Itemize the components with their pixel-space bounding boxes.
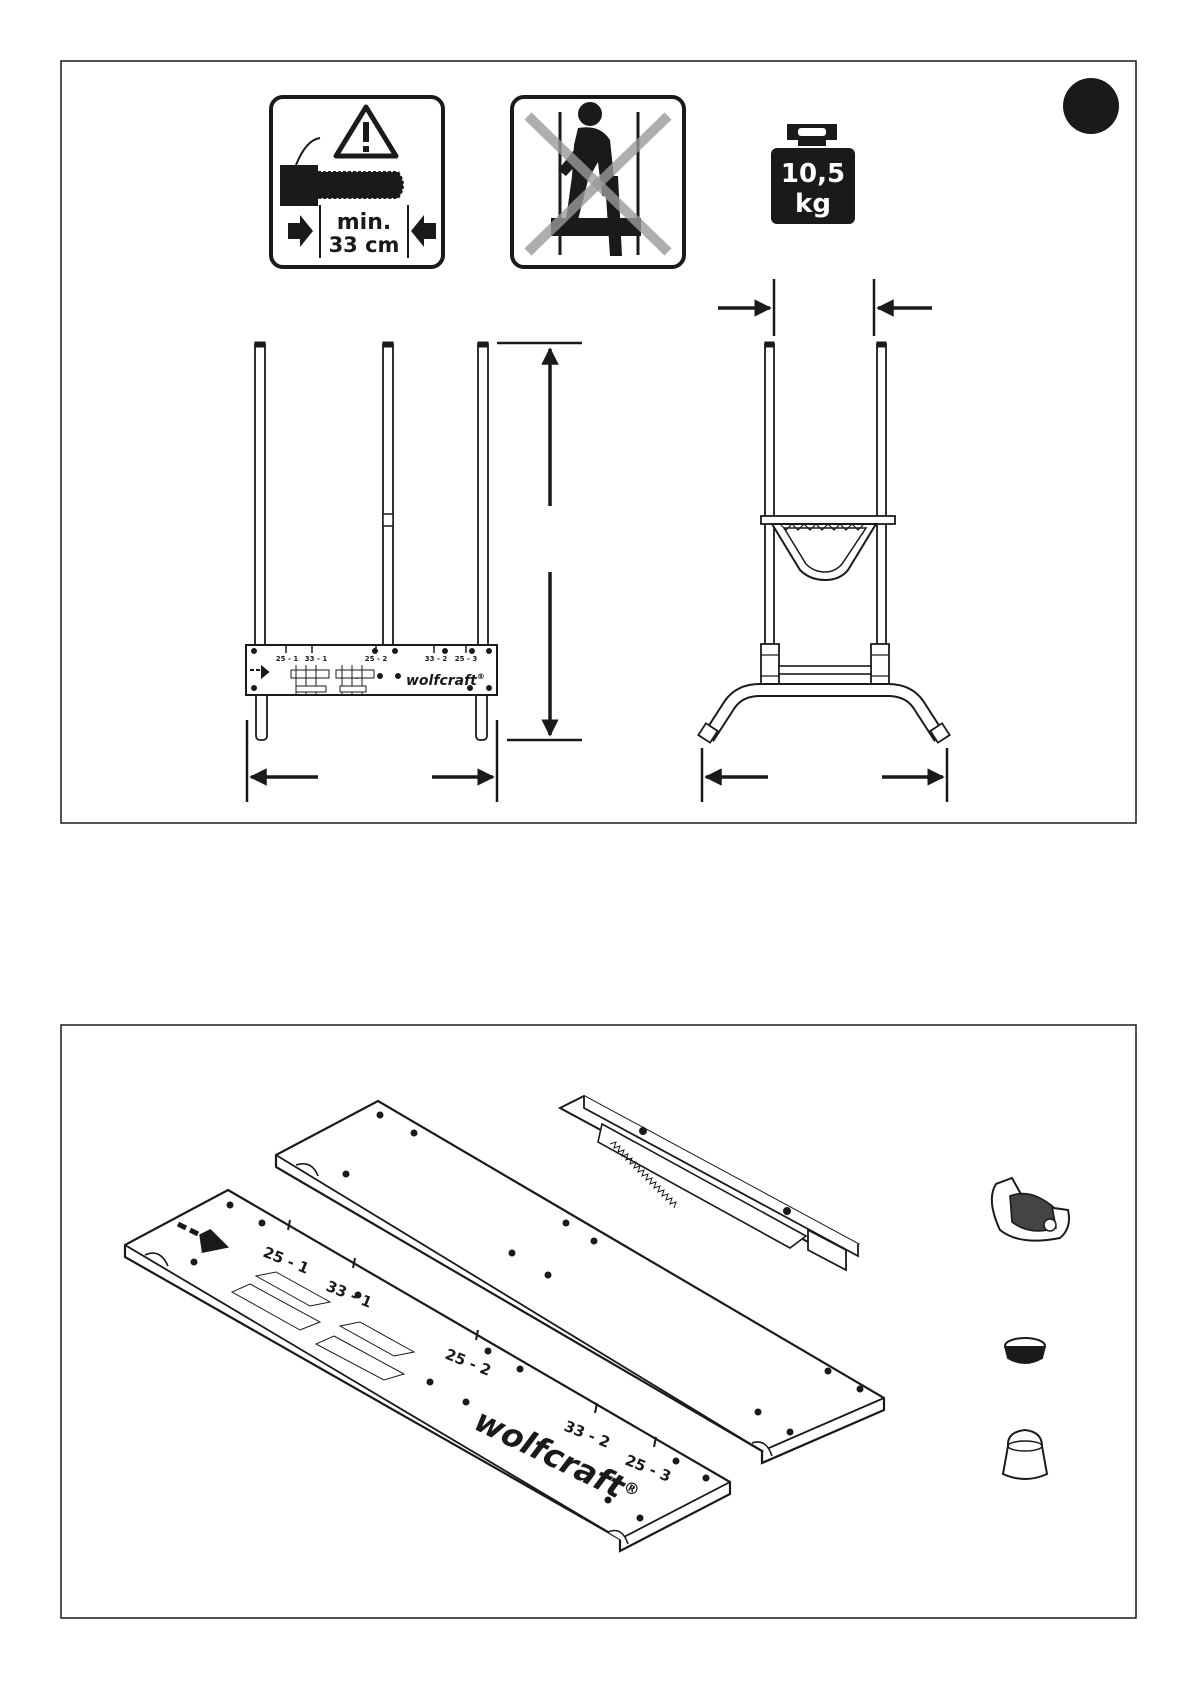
front-slot-label-4: 33 - 2 <box>425 655 448 663</box>
front-slot-label-3: 25 - 2 <box>365 655 388 663</box>
front-brand-logo: wolfcraft® <box>406 672 485 689</box>
side-top-width-dimension <box>718 279 932 336</box>
weight-value-label: 10,5 <box>781 159 845 189</box>
weight-icon: 10,5 kg <box>771 124 855 224</box>
side-base-width-dimension <box>702 748 947 802</box>
saw-distance-value-label: 33 cm <box>329 233 400 257</box>
front-slot-label-5: 25 - 3 <box>455 655 478 663</box>
weight-unit-label: kg <box>795 189 831 219</box>
front-height-dimension <box>497 343 582 740</box>
front-slot-label-1: 25 - 1 <box>276 655 299 663</box>
front-slot-label-2: 33 - 1 <box>305 655 328 663</box>
end-cap-part <box>1005 1338 1045 1363</box>
chainsaw-warning-icon: min. 33 cm <box>271 97 443 267</box>
no-standing-prohibition-icon <box>512 97 684 267</box>
step-marker-dot <box>1063 78 1119 134</box>
front-width-dimension <box>247 720 497 802</box>
sawhorse-side-view <box>698 342 949 743</box>
saw-distance-min-label: min. <box>337 210 391 235</box>
clamp-clip-part <box>992 1178 1069 1241</box>
rubber-foot-part <box>1003 1430 1047 1479</box>
